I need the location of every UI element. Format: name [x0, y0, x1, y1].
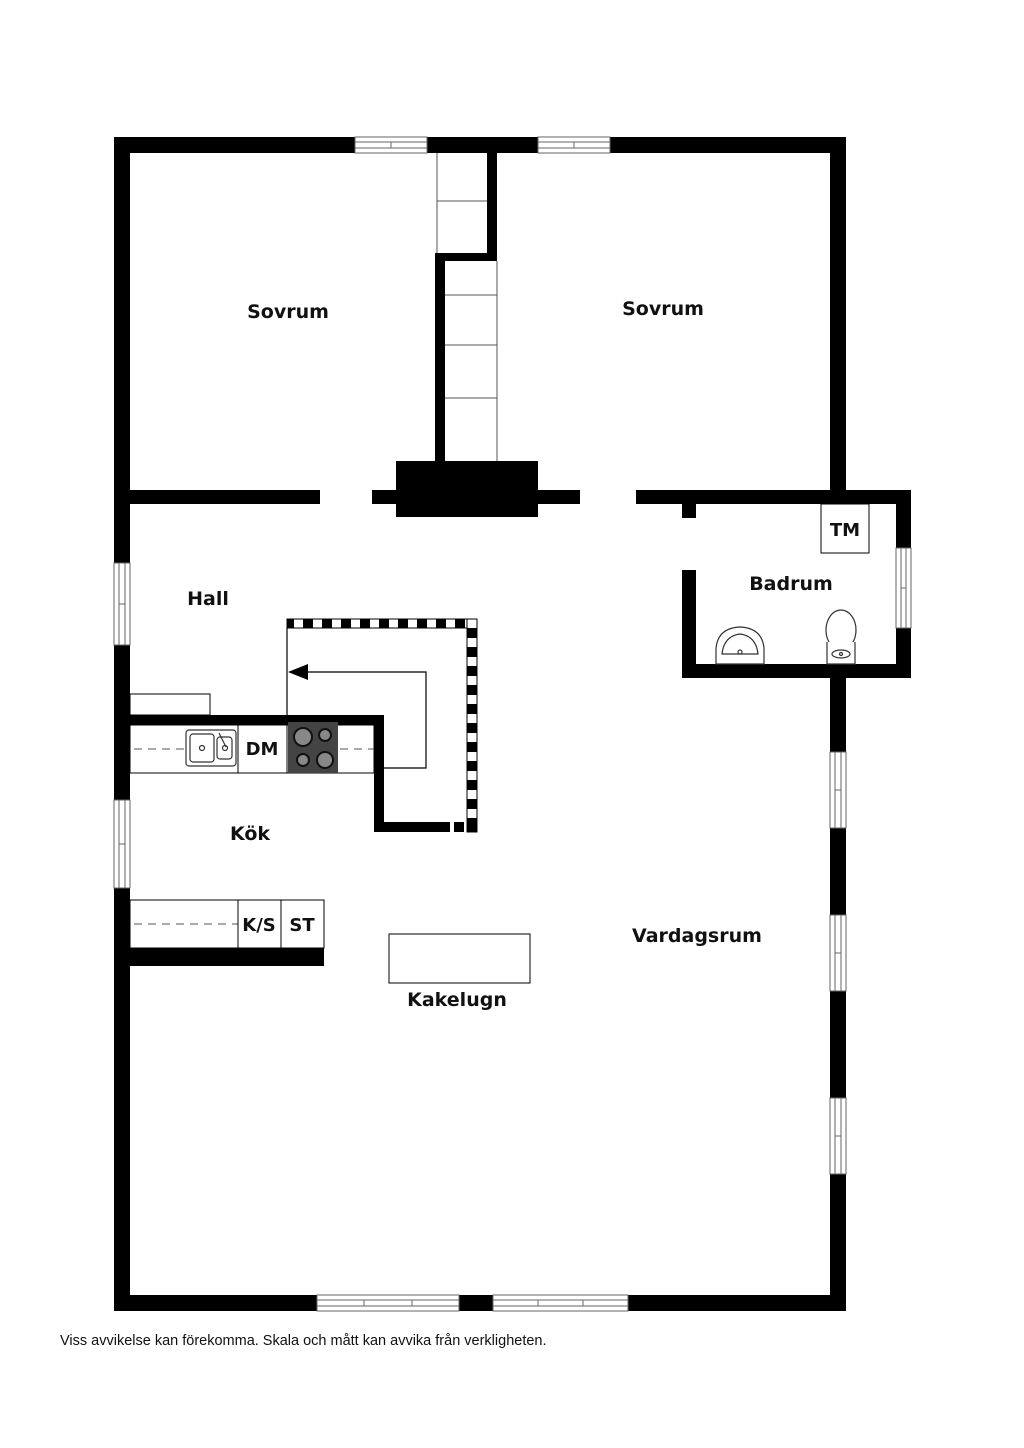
room-label-vardagsrum: Vardagsrum [632, 925, 762, 947]
kitchen-wall-bottom [130, 948, 324, 966]
room-label-badrum: Badrum [749, 573, 833, 595]
closet [436, 153, 498, 461]
bedroom-wall-left [114, 490, 320, 504]
kitchen-counter-top [129, 693, 375, 774]
room-label-kakelugn: Kakelugn [407, 989, 507, 1011]
washing-machine-box [820, 503, 870, 554]
toilet-icon [825, 609, 857, 665]
bath-wall-left [682, 570, 696, 678]
closet-wall-1 [435, 253, 445, 465]
room-label-kok: Kök [230, 823, 270, 845]
window [113, 799, 131, 889]
fixture-label-dm: DM [246, 739, 279, 760]
room-label-hall: Hall [187, 588, 229, 610]
window [895, 547, 912, 629]
kitchen-counter-bottom [129, 899, 325, 949]
outer-walls [114, 137, 846, 1311]
right-wall-upper [830, 137, 846, 498]
fixture-label-st: ST [289, 915, 315, 936]
kitchen-wall-v [374, 715, 384, 832]
kakelugn-box [388, 933, 531, 984]
bedroom-wall-right [636, 490, 911, 504]
washbasin-icon [715, 626, 765, 665]
left-wall [114, 137, 130, 1311]
closet-wall-3 [487, 153, 497, 261]
top-wall [114, 137, 846, 153]
kitchen-wall-h [374, 822, 440, 832]
fixture-labels: TM DM K/S ST [242, 520, 860, 936]
window [113, 562, 131, 646]
bath-wall-stub [682, 504, 696, 518]
window [354, 136, 428, 154]
window [829, 914, 847, 992]
windows [113, 136, 912, 1312]
kitchen-wall-top [130, 715, 384, 725]
room-label-sovrum-right: Sovrum [622, 298, 704, 320]
disclaimer-text: Viss avvikelse kan förekomma. Skala och … [60, 1333, 547, 1349]
chimney-block [396, 461, 538, 517]
bottom-wall [114, 1295, 846, 1311]
fixture-label-ks: K/S [242, 915, 276, 936]
window [829, 751, 847, 829]
arrow-head-icon [288, 664, 308, 680]
sink-icon [185, 729, 237, 767]
stair-direction-arrow [300, 671, 427, 769]
staircase [286, 618, 478, 833]
fixture-label-tm: TM [830, 520, 860, 541]
window [829, 1097, 847, 1175]
room-labels: Sovrum Sovrum Hall Badrum Kök Vardagsrum… [187, 298, 833, 1011]
bathroom-fixtures [715, 503, 870, 665]
stove-icon [288, 722, 338, 773]
bath-wall-bottom [682, 664, 911, 678]
window [316, 1294, 460, 1312]
closet-wall-2 [435, 253, 497, 261]
room-label-sovrum-left: Sovrum [247, 301, 329, 323]
window [492, 1294, 629, 1312]
window [537, 136, 611, 154]
